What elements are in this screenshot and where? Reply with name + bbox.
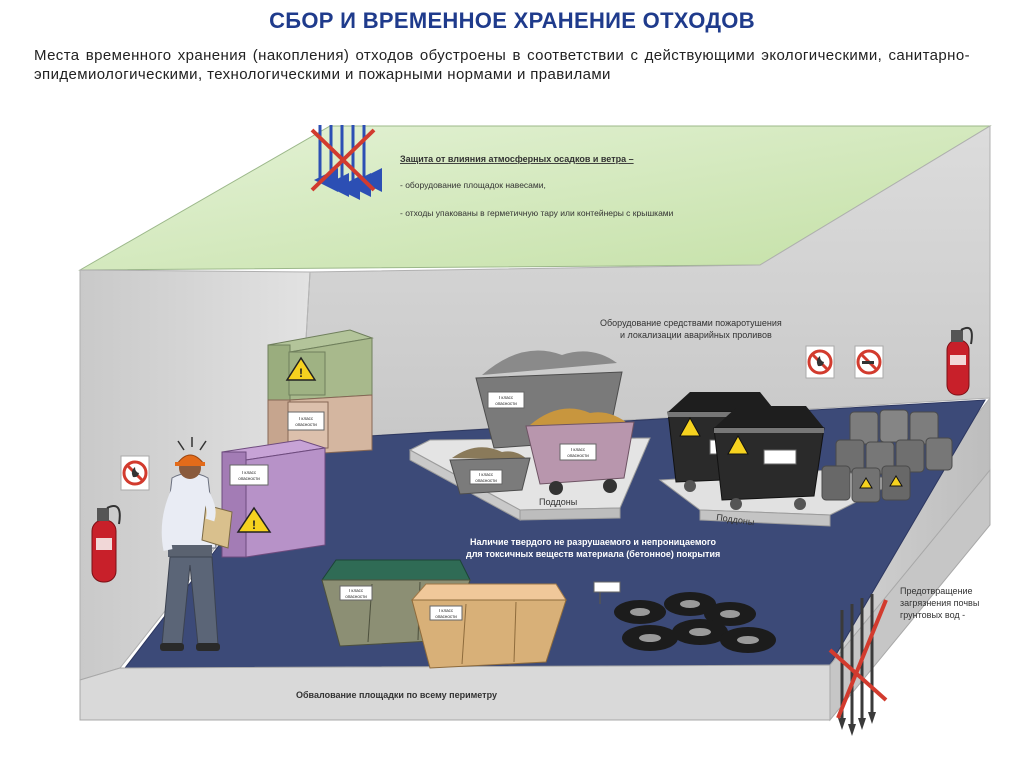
hazard-crate-stack: ! I класс опасности	[267, 329, 374, 456]
hazard-crate-purple: I класс опасности !	[221, 439, 326, 558]
pallet-label-left: Поддоны	[539, 497, 577, 507]
roof-note-item: - оборудование площадок навесами,	[400, 180, 546, 190]
waste-cart-front: I класс опасности	[525, 408, 635, 495]
class-tag-label: I класс	[571, 447, 586, 452]
no-fire-sign-icon	[805, 345, 835, 379]
class-tag-label: опасности	[567, 453, 589, 458]
waste-cart-small: I класс опасности	[449, 447, 531, 495]
tire-pile	[593, 581, 776, 653]
page-title: СБОР И ВРЕМЕННОЕ ХРАНЕНИЕ ОТХОДОВ	[269, 8, 755, 33]
class-tag-label: I класс	[242, 470, 257, 475]
class-tag-label: опасности	[475, 478, 497, 483]
barrel-group	[821, 409, 953, 503]
class-tag-label: опасности	[495, 401, 517, 406]
waste-skip-tan: I класс опасности	[410, 583, 567, 669]
worker-figure	[160, 437, 233, 651]
fire-extinguisher-icon	[946, 326, 973, 396]
class-tag-label: опасности	[238, 476, 260, 481]
fire-note-line: Оборудование средствами пожаротушения	[600, 318, 782, 328]
class-tag-label: опасности	[345, 594, 367, 599]
groundwater-note-line: грунтовых вод -	[900, 610, 965, 620]
no-smoking-sign-icon	[854, 345, 884, 379]
class-tag-label: I класс	[499, 395, 514, 400]
floor-note-line: Наличие твердого не разрушаемого и непро…	[470, 537, 717, 547]
rain-arrows-icon	[310, 125, 382, 200]
fire-note-line: и локализации аварийных проливов	[620, 330, 772, 340]
perimeter-note: Обвалование площадки по всему периметру	[296, 690, 497, 700]
intro-paragraph: Места временного хранения (накопления) о…	[34, 47, 970, 83]
roof-note-heading: Защита от влияния атмосферных осадков и …	[400, 154, 634, 164]
groundwater-note-line: загрязнения почвы	[900, 598, 979, 608]
svg-text:!: !	[252, 518, 256, 532]
ground-seepage-arrows-icon	[828, 594, 888, 736]
class-tag-label: I класс	[299, 416, 314, 421]
class-tag-label: опасности	[435, 614, 457, 619]
no-fire-sign-icon	[120, 455, 150, 491]
fire-extinguisher-icon	[91, 505, 121, 583]
class-tag-label: опасности	[295, 422, 317, 427]
roof-note-item: - отходы упакованы в герметичную тару ил…	[400, 208, 674, 218]
class-tag-label: I класс	[349, 588, 364, 593]
floor-note-line: для токсичных веществ материала (бетонно…	[466, 549, 720, 559]
groundwater-note-line: Предотвращение	[900, 586, 973, 596]
class-tag-label: I класс	[439, 608, 454, 613]
svg-text:!: !	[299, 366, 303, 380]
black-container	[713, 406, 825, 510]
class-tag-label: I класс	[479, 472, 494, 477]
